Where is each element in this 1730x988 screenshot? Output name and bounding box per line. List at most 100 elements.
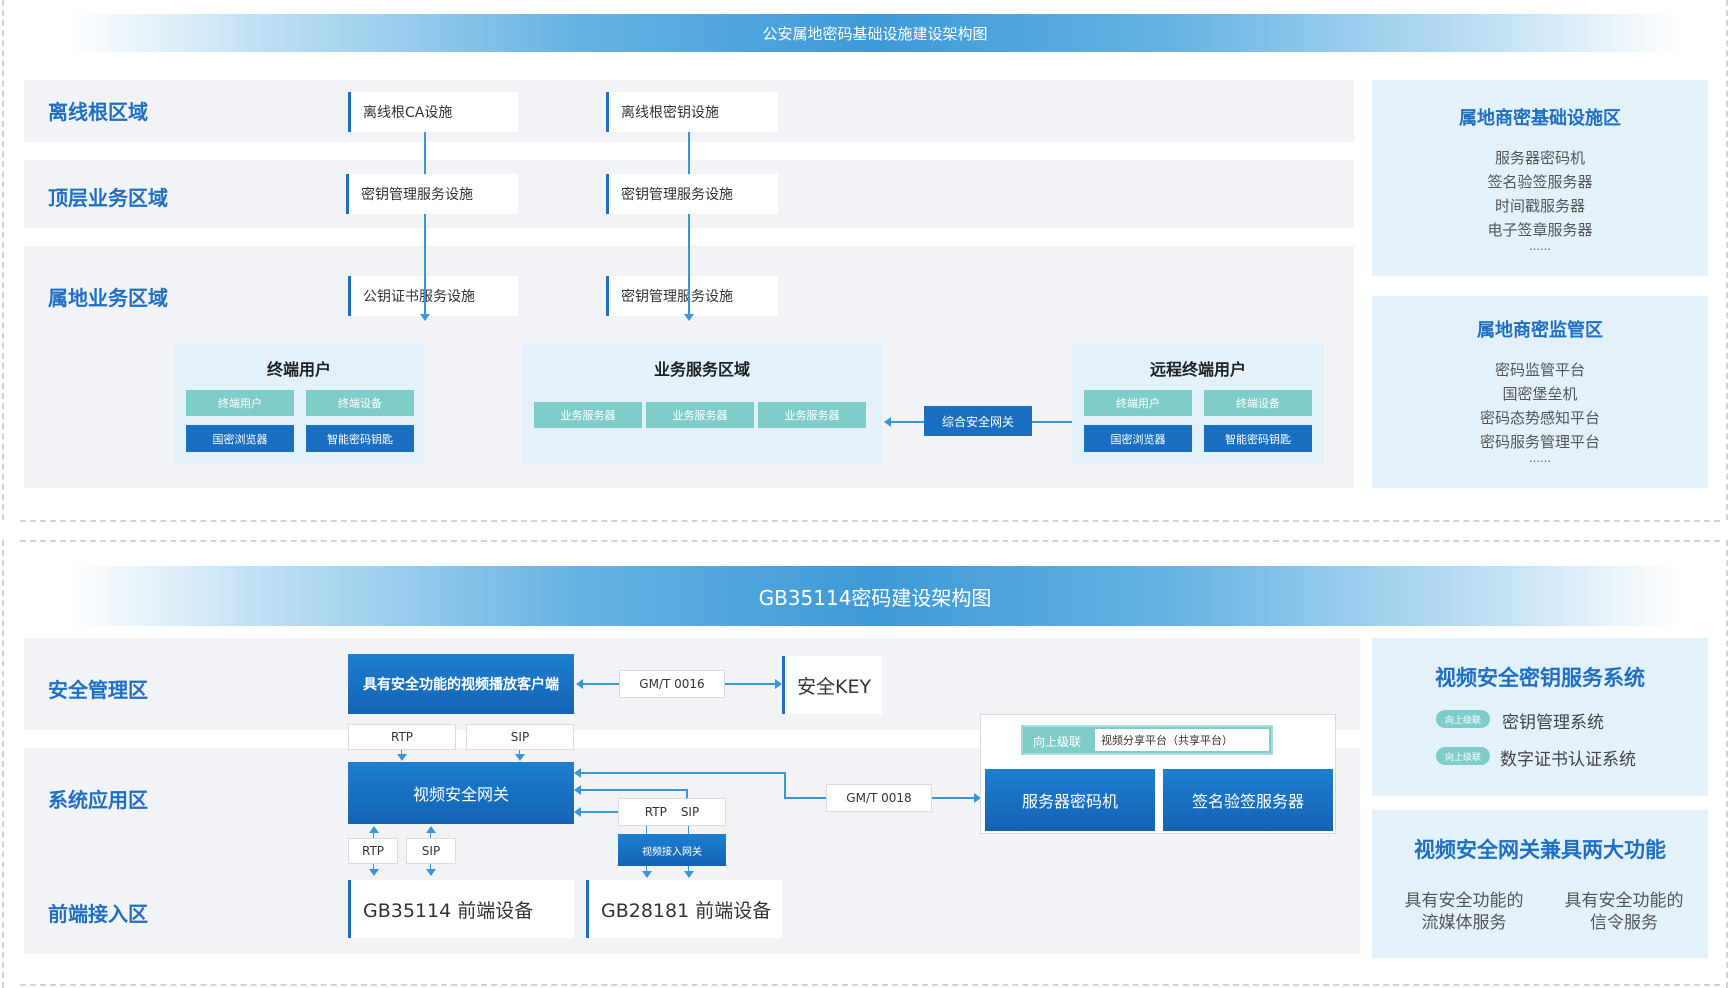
arrow-access-down-2 <box>684 871 694 878</box>
top-banner: 公安属地密码基础设施建设架构图 <box>70 14 1680 52</box>
supervision-panel-list: 密码监管平台 国密堡垒机 密码态势感知平台 密码服务管理平台 …… <box>1372 358 1708 466</box>
facility-offline-root-key: 离线根密钥设施 <box>606 92 778 132</box>
arrow-left-gateway-mid <box>574 785 581 795</box>
arrow-left-0016 <box>576 679 583 689</box>
facility-label: 密钥管理服务设施 <box>621 187 733 203</box>
sign-verify-block: 签名验签服务器 <box>1163 769 1333 831</box>
region-top-business-label: 顶层业务区域 <box>48 186 168 210</box>
line-access-rtp <box>646 826 647 834</box>
gm-t-0018-label: GM/T 0018 <box>826 784 932 812</box>
supervision-item: …… <box>1529 452 1551 465</box>
supervision-item: 密码服务管理平台 <box>1479 433 1600 451</box>
gateway-functions-panel: 视频安全网关兼具两大功能 具有安全功能的 流媒体服务 具有安全功能的 信令服务 <box>1372 810 1708 958</box>
integrated-security-gateway: 综合安全网关 <box>924 406 1032 436</box>
security-key-label: 安全KEY <box>797 675 872 698</box>
video-access-gateway: 视频接入网关 <box>618 834 726 866</box>
gb28181-device-label: GB28181 前端设备 <box>601 899 772 922</box>
upward-cascade-bar: 向上级联 视频分享平台（共享平台） <box>1021 725 1273 755</box>
sip-top-label: SIP <box>466 724 574 750</box>
terminal-users-title: 终端用户 <box>266 360 331 379</box>
frame-left-bottom <box>2 540 4 988</box>
connector-right-down <box>688 214 690 314</box>
gateway-function-1-line2: 流媒体服务 <box>1421 913 1507 933</box>
arrow-sip-low-down <box>426 869 436 876</box>
line-0018-right <box>932 797 974 799</box>
section-divider-2 <box>20 540 1720 542</box>
digital-cert-system: 数字证书认证系统 <box>1500 750 1636 770</box>
supervision-panel-title: 属地商密监管区 <box>1477 320 1603 341</box>
facility-label: 离线根密钥设施 <box>621 105 719 121</box>
facility-top-key-mgmt-1: 密钥管理服务设施 <box>346 174 518 214</box>
terminal-users-group: 终端用户 终端用户 终端设备 国密浏览器 智能密码钥匙 <box>174 344 424 464</box>
frame-left <box>2 0 4 520</box>
arrow-left-gateway <box>884 417 891 427</box>
facility-label: 公钥证书服务设施 <box>363 289 475 305</box>
sign-verify-label: 签名验签服务器 <box>1191 792 1304 811</box>
supervision-panel: 属地商密监管区 密码监管平台 国密堡垒机 密码态势感知平台 密码服务管理平台 …… <box>1372 296 1708 488</box>
connector-left-down <box>424 214 426 314</box>
line-access-down-1 <box>646 866 647 874</box>
arrow-right-0018 <box>974 793 981 803</box>
infra-item: 时间戳服务器 <box>1494 197 1585 215</box>
region-security-mgmt-label: 安全管理区 <box>48 678 148 702</box>
line-gateway-mid <box>580 789 688 791</box>
arrow-down-right <box>684 314 694 321</box>
gateway-functions-title: 视频安全网关兼具两大功能 <box>1414 838 1666 862</box>
infra-panel-title: 属地商密基础设施区 <box>1459 108 1621 129</box>
facility-label: 密钥管理服务设施 <box>361 187 473 203</box>
facility-public-key-cert: 公钥证书服务设施 <box>348 276 518 316</box>
video-client-label: 具有安全功能的视频播放客户端 <box>363 677 559 693</box>
infra-item: 签名验签服务器 <box>1487 173 1593 191</box>
arrow-down-left <box>420 314 430 321</box>
supervision-item: 密码监管平台 <box>1494 361 1585 379</box>
infra-item: 服务器密码机 <box>1494 149 1585 167</box>
bottom-banner: GB35114密码建设架构图 <box>70 566 1680 626</box>
line-rtp-low-down <box>373 864 374 870</box>
chip-business-server-3: 业务服务器 <box>758 402 866 428</box>
video-share-platform-box: 视频分享平台（共享平台） <box>1095 729 1269 751</box>
remote-users-title: 远程终端用户 <box>1149 360 1246 379</box>
line-gateway-top <box>580 772 784 774</box>
arrow-rtp-low-down <box>369 869 379 876</box>
chip-gm-browser: 国密浏览器 <box>186 425 294 452</box>
infra-panel-list: 服务器密码机 签名验签服务器 时间戳服务器 电子签章服务器 …… <box>1372 146 1708 254</box>
line-mid-down <box>686 789 688 799</box>
section-divider-1 <box>20 520 1720 522</box>
line-sip-low-up <box>430 832 431 838</box>
region-local-business-label: 属地业务区域 <box>48 286 168 310</box>
business-service-group: 业务服务区域 业务服务器 业务服务器 业务服务器 <box>522 344 882 464</box>
business-service-title: 业务服务区域 <box>653 360 750 379</box>
line-gateway-right <box>1032 421 1072 423</box>
arrow-access-down-1 <box>642 871 652 878</box>
region-system-app-label: 系统应用区 <box>48 788 148 812</box>
sip-low-label: SIP <box>406 838 456 864</box>
line-rtp-top <box>401 750 402 756</box>
chip-remote-terminal-user: 终端用户 <box>1084 390 1192 416</box>
line-gateway-left <box>891 421 924 423</box>
key-service-panel: 视频安全密钥服务系统 向上级联 密钥管理系统 向上级联 数字证书认证系统 <box>1372 638 1708 796</box>
facility-label: 离线根CA设施 <box>363 105 453 121</box>
line-rtp-low-up <box>373 832 374 838</box>
video-client-block: 具有安全功能的视频播放客户端 <box>348 654 574 714</box>
remote-users-group: 远程终端用户 终端用户 终端设备 国密浏览器 智能密码钥匙 <box>1072 344 1324 464</box>
chip-remote-smart-key: 智能密码钥匙 <box>1204 425 1312 452</box>
gb35114-device-label: GB35114 前端设备 <box>363 899 534 922</box>
server-crypto-block: 服务器密码机 <box>985 769 1155 831</box>
gm-t-0016-label: GM/T 0016 <box>619 670 725 698</box>
line-to-0018 <box>784 797 826 799</box>
chip-terminal-user: 终端用户 <box>186 390 294 416</box>
facility-label: 密钥管理服务设施 <box>621 289 733 305</box>
facility-top-key-mgmt-2: 密钥管理服务设施 <box>606 174 778 214</box>
line-gateway-low <box>580 811 618 813</box>
chip-remote-gm-browser: 国密浏览器 <box>1084 425 1192 452</box>
chip-smart-key: 智能密码钥匙 <box>306 425 414 452</box>
arrow-right-0016 <box>775 679 782 689</box>
gateway-function-2-line1: 具有安全功能的 <box>1564 891 1684 911</box>
server-crypto-label: 服务器密码机 <box>1021 792 1118 811</box>
rtp-mid-label: RTP <box>644 805 667 819</box>
chip-remote-terminal-device: 终端设备 <box>1204 390 1312 416</box>
bottom-banner-title: GB35114密码建设架构图 <box>758 585 992 610</box>
supervision-item: 密码态势感知平台 <box>1479 409 1600 427</box>
line-0016-right <box>725 683 775 685</box>
rtp-top-label: RTP <box>348 724 456 750</box>
